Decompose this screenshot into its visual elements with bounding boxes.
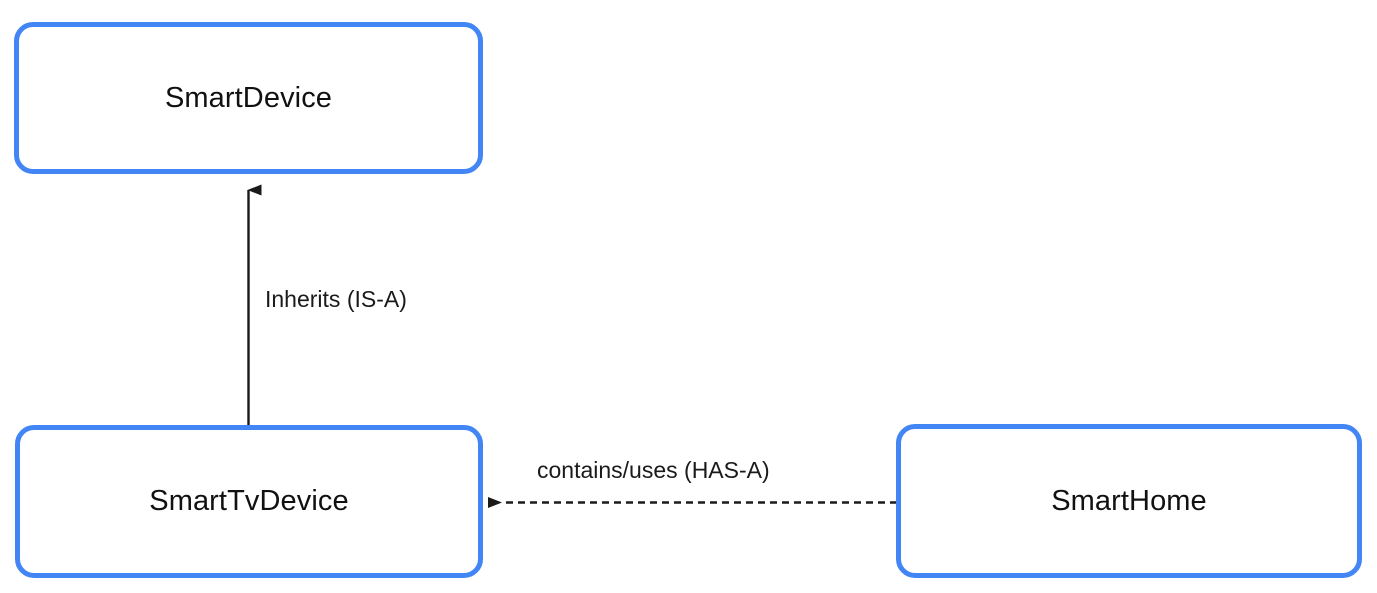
node-smarthome[interactable]: SmartHome: [896, 424, 1362, 578]
node-smartdevice-label: SmartDevice: [164, 81, 333, 114]
edge-label-inherits: Inherits (IS-A): [265, 286, 407, 312]
edge-label-contains: contains/uses (HAS-A): [537, 457, 770, 483]
node-smarttvdevice[interactable]: SmartTvDevice: [15, 425, 483, 578]
node-smarttvdevice-label: SmartTvDevice: [149, 485, 349, 517]
node-smartdevice[interactable]: SmartDevice: [14, 22, 483, 174]
node-smarthome-label: SmartHome: [1051, 484, 1207, 517]
